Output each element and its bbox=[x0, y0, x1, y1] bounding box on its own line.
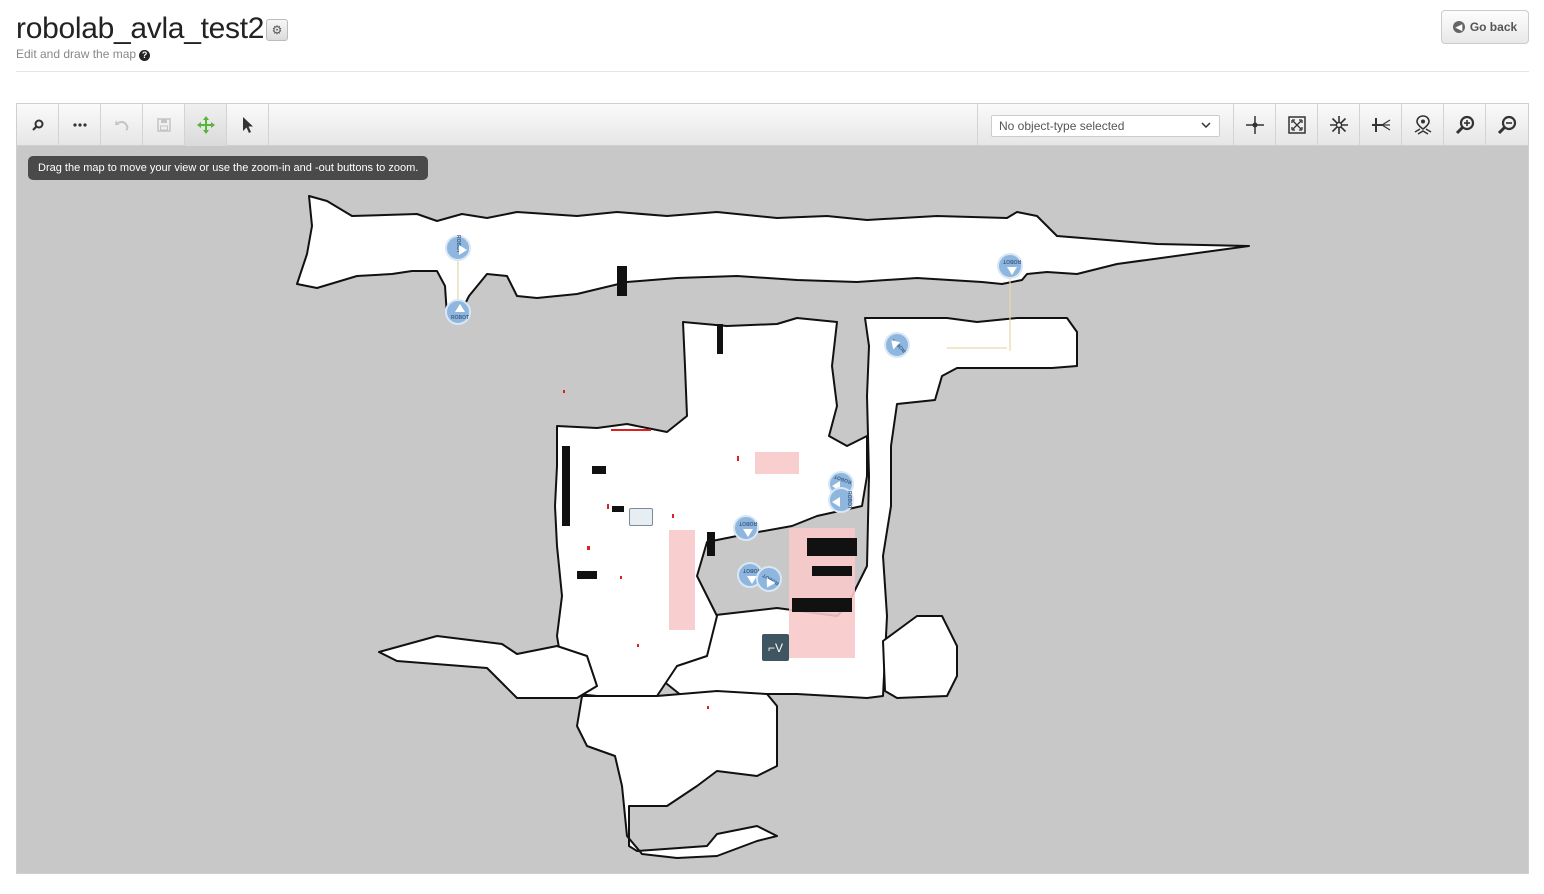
heading-arrow-icon bbox=[459, 245, 467, 255]
wall-fragment bbox=[617, 266, 627, 296]
zoom-in-button[interactable] bbox=[1443, 104, 1485, 146]
wall-fragment bbox=[612, 506, 624, 512]
gear-icon: ⚙ bbox=[271, 23, 283, 37]
zoom-in-icon bbox=[1455, 115, 1474, 135]
map-toolbar: No object-type selected bbox=[17, 104, 1528, 146]
asterisk-icon bbox=[1329, 116, 1348, 134]
wall-fragment bbox=[807, 538, 857, 556]
heading-arrow-icon bbox=[455, 304, 465, 312]
robot-marker[interactable]: ROBOT bbox=[884, 332, 910, 358]
red-marker bbox=[707, 706, 709, 709]
more-tool-button[interactable] bbox=[59, 104, 101, 146]
select-tool-button[interactable] bbox=[227, 104, 269, 146]
magnifier-icon bbox=[31, 119, 43, 131]
wall-fragment bbox=[592, 466, 606, 474]
laser-icon bbox=[1371, 118, 1390, 132]
wall-fragment bbox=[812, 566, 852, 576]
robot-marker[interactable]: ROBOT bbox=[997, 253, 1023, 279]
robot-label: ROBOT bbox=[739, 520, 758, 526]
expand-icon bbox=[1287, 116, 1306, 134]
zoom-out-icon bbox=[1497, 115, 1516, 135]
move-arrows-icon bbox=[196, 116, 215, 134]
search-tool-button[interactable] bbox=[17, 104, 59, 146]
object-type-select[interactable]: No object-type selected bbox=[991, 115, 1220, 137]
save-button[interactable] bbox=[143, 104, 185, 146]
zoom-out-button[interactable] bbox=[1485, 104, 1527, 146]
forbidden-zone-top bbox=[755, 452, 799, 474]
settings-button[interactable]: ⚙ bbox=[266, 19, 288, 41]
robot-marker[interactable]: ROBOT bbox=[445, 235, 471, 261]
page-header: robolab_avla_test2 ⚙ Edit and draw the m… bbox=[16, 10, 1529, 72]
pan-tool-button[interactable] bbox=[185, 104, 227, 146]
heading-arrow-icon bbox=[832, 497, 840, 507]
fit-tool-button[interactable] bbox=[1275, 104, 1317, 146]
burst-tool-button[interactable] bbox=[1317, 104, 1359, 146]
charger-icon[interactable] bbox=[629, 508, 653, 526]
wall-fragment bbox=[792, 598, 852, 612]
wall-fragment bbox=[717, 324, 723, 354]
bottom-corridors-area bbox=[576, 690, 778, 859]
heading-arrow-icon bbox=[1007, 267, 1017, 275]
subtitle-text: Edit and draw the map bbox=[16, 47, 137, 61]
object-type-select-wrap: No object-type selected bbox=[977, 104, 1230, 146]
page-title: robolab_avla_test2 bbox=[16, 12, 265, 45]
pointer-icon bbox=[242, 117, 253, 133]
red-marker bbox=[620, 576, 622, 579]
red-markers bbox=[563, 390, 739, 709]
forbidden-zone-left bbox=[669, 530, 695, 630]
position-tool-button[interactable] bbox=[1401, 104, 1443, 146]
undo-button[interactable] bbox=[101, 104, 143, 146]
robot-label: ROBOT bbox=[1003, 258, 1022, 264]
robot-marker[interactable]: ROBOT bbox=[756, 566, 782, 592]
wall-fragment bbox=[577, 571, 597, 579]
heading-arrow-icon bbox=[743, 529, 753, 537]
undo-icon bbox=[114, 120, 128, 131]
go-back-button[interactable]: ◀ Go back bbox=[1441, 10, 1529, 44]
top-corridor-area bbox=[296, 195, 1250, 317]
red-marker bbox=[672, 514, 674, 518]
floppy-icon bbox=[156, 118, 171, 132]
red-marker bbox=[637, 644, 639, 647]
wall-fragment bbox=[562, 446, 570, 526]
robot-label: ROBOT bbox=[451, 315, 470, 321]
help-icon[interactable]: ? bbox=[139, 50, 151, 61]
right-wing-area bbox=[882, 615, 958, 699]
left-extension-area bbox=[378, 635, 598, 699]
crosshair-icon bbox=[1245, 116, 1264, 134]
occupancy-map bbox=[296, 195, 1250, 859]
robot-marker[interactable]: ROBOT bbox=[733, 515, 759, 541]
heading-arrow-icon bbox=[832, 481, 840, 491]
wall-details bbox=[562, 266, 857, 612]
free-space bbox=[296, 195, 1250, 859]
red-marker bbox=[607, 504, 609, 509]
docking-station-icon[interactable]: ⌐V bbox=[762, 634, 789, 661]
page-subtitle: Edit and draw the map? bbox=[16, 47, 151, 61]
wall-fragment bbox=[707, 532, 715, 556]
red-marker bbox=[563, 390, 565, 393]
chevron-down-icon bbox=[1201, 122, 1211, 129]
map-hint-tooltip: Drag the map to move your view or use th… bbox=[28, 156, 429, 180]
map-pin-icon bbox=[1414, 115, 1431, 135]
ellipsis-icon bbox=[72, 123, 87, 127]
map-editor: No object-type selected bbox=[16, 103, 1529, 874]
red-marker bbox=[611, 429, 651, 431]
map-canvas[interactable]: Drag the map to move your view or use th… bbox=[17, 146, 1528, 873]
arrow-left-circle-icon: ◀ bbox=[1452, 21, 1465, 33]
laser-tool-button[interactable] bbox=[1359, 104, 1401, 146]
red-marker bbox=[587, 546, 590, 550]
robot-paths bbox=[457, 259, 1011, 351]
red-marker bbox=[737, 456, 739, 461]
object-type-selected: No object-type selected bbox=[999, 119, 1125, 133]
robot-marker[interactable]: ROBOT bbox=[828, 487, 854, 513]
go-back-label: Go back bbox=[1469, 20, 1518, 34]
robot-label: ROBOT bbox=[846, 490, 853, 510]
crosshair-tool-button[interactable] bbox=[1233, 104, 1275, 146]
heading-arrow-icon bbox=[747, 576, 757, 584]
robot-marker[interactable]: ROBOT bbox=[445, 299, 471, 325]
